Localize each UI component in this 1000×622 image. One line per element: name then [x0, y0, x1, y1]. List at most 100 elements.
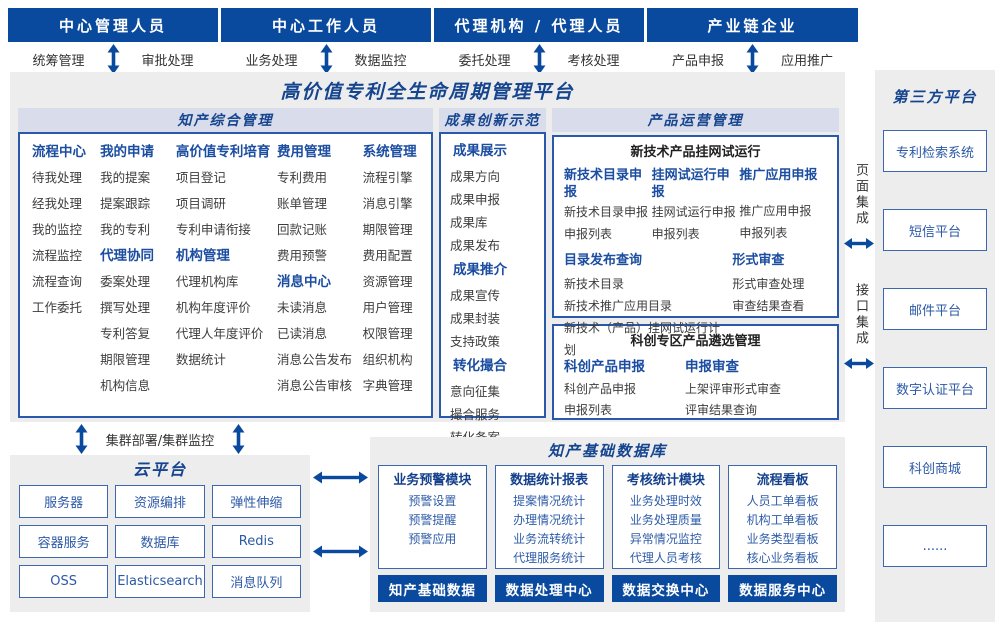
menu-item: 用户管理: [362, 300, 413, 315]
db-item: 业务类型看板: [746, 532, 819, 546]
selection-box: 科创专区产品遴选管理 科创产品申报科创产品申报申报列表申报审查上架评审形式审查评…: [552, 324, 839, 420]
menu-item: 经我处理: [32, 196, 83, 211]
trial-groups-row: 新技术目录申报新技术目录申报申报列表挂网试运行申报挂网试运行申报申报列表推广应用…: [564, 164, 827, 245]
menu-item: 委案处理: [100, 274, 151, 289]
section-product-ops: 产品运营管理 新技术产品挂网试运行 新技术目录申报新技术目录申报申报列表挂网试运…: [552, 108, 839, 420]
menu-group: 推广应用申报推广应用申报申报列表: [739, 164, 827, 245]
menu-group: 科创产品申报科创产品申报申报列表: [564, 355, 685, 421]
cloud-service-box: Redis: [211, 525, 301, 558]
horizontal-double-arrow-icon: [844, 358, 874, 369]
third-party-system-box: 科创商城: [883, 446, 987, 488]
third-party-panel: 第三方平台 专利检索系统短信平台邮件平台数字认证平台科创商城......: [875, 70, 995, 622]
db-footer-box: 知产基础数据: [378, 575, 487, 602]
vertical-double-arrow-icon: [320, 44, 332, 74]
menu-item: 新技术目录申报: [564, 205, 649, 219]
db-column-assessment: 考核统计模块 业务处理时效业务处理质量异常情况监控代理人员考核 数据交换中心: [611, 465, 721, 602]
menu-item: 上架评审形式审查: [684, 382, 781, 396]
menu-group: 申报审查上架评审形式审查评审结果查询: [685, 355, 827, 421]
menu-item: 科创产品申报: [564, 382, 637, 396]
menu-group: 高价值专利培育项目登记项目调研专利申请衔接: [176, 139, 277, 243]
menu-group: 新技术目录申报新技术目录申报申报列表: [564, 164, 652, 245]
menu-item: 新技术目录: [564, 277, 625, 291]
menu-group: 成果展示成果方向成果申报成果库成果发布: [450, 138, 544, 257]
vertical-double-arrow-icon: [107, 44, 119, 74]
cloud-service-box: 容器服务: [19, 525, 109, 558]
db-item: 异常情况监控: [629, 532, 702, 546]
menu-column: 流程中心待我处理经我处理我的监控流程监控流程查询工作委托: [32, 139, 100, 416]
role-action-label: 考核处理: [567, 53, 620, 69]
menu-item: 成果库: [450, 215, 488, 230]
db-item: 业务处理质量: [629, 513, 702, 527]
menu-item: 成果宣传: [450, 288, 501, 303]
menu-item: 账单管理: [277, 196, 328, 211]
menu-item: 成果申报: [450, 192, 501, 207]
group-title: 机构管理: [175, 248, 230, 264]
menu-group: 系统管理流程引擎消息引擎期限管理费用配置资源管理用户管理权限管理组织机构字典管理: [363, 139, 421, 399]
group-title: 我的申请: [100, 144, 155, 160]
menu-item: 专利费用: [277, 170, 328, 185]
menu-item: 期限管理: [100, 352, 151, 367]
role-action-label: 产品申报: [671, 53, 724, 69]
menu-item: 代理人年度评价: [175, 326, 264, 341]
menu-item: 新技术（产品）挂网试运行计划: [564, 321, 721, 357]
group-title: 成果推介: [453, 262, 507, 278]
menu-item: 申报列表: [739, 226, 788, 240]
menu-column: 费用管理专利费用账单管理回款记账费用预警消息中心未读消息已读消息消息公告发布消息…: [277, 139, 363, 416]
page-integration-label: 页面集成: [853, 163, 868, 227]
ip-database-title: 知产基础数据库: [547, 442, 667, 460]
group-title: 消息中心: [277, 274, 332, 290]
cloud-service-box: 服务器: [19, 485, 109, 518]
menu-item: 字典管理: [362, 378, 413, 393]
cloud-service-box: 资源编排: [115, 485, 205, 518]
role-actions-agency: 委托处理 考核处理: [434, 44, 644, 74]
selection-groups-row: 科创产品申报科创产品申报申报列表申报审查上架评审形式审查评审结果查询: [564, 355, 827, 421]
database-columns: 业务预警模块 预警设置预警提醒预警应用 知产基础数据 数据统计报表 提案情况统计…: [370, 463, 845, 604]
third-party-system-box: 数字认证平台: [883, 367, 987, 409]
db-column-kanban: 流程看板 人员工单看板机构工单看板业务类型看板核心业务看板 数据服务中心: [728, 465, 837, 602]
group-title: 新技术目录申报: [564, 168, 643, 200]
db-item: 提案情况统计: [513, 494, 586, 508]
menu-column: 我的申请我的提案提案跟踪我的专利代理协同委案处理撰写处理专利答复期限管理机构信息: [100, 139, 176, 416]
cloud-service-box: Elasticsearch: [115, 565, 205, 598]
cluster-label: 集群部署/集群监控: [105, 433, 215, 449]
third-party-system-box: 专利检索系统: [883, 130, 987, 172]
group-title: 挂网试运行申报: [651, 168, 730, 200]
db-module-items: 提案情况统计办理情况统计业务流转统计代理服务统计: [496, 492, 603, 568]
cloud-service-box: 弹性伸缩: [211, 485, 301, 518]
group-title: 费用管理: [277, 144, 332, 160]
third-party-system-box: ......: [883, 525, 987, 567]
menu-item: 待我处理: [32, 170, 83, 185]
group-title: 流程中心: [32, 144, 86, 160]
platform-title: 高价值专利全生命周期管理平台: [280, 81, 575, 103]
menu-item: 新技术推广应用目录: [564, 299, 673, 313]
menu-item: 撰写处理: [100, 300, 151, 315]
cloud-service-box: 数据库: [115, 525, 205, 558]
horizontal-double-arrow-icon: [313, 471, 368, 484]
group-title: 推广应用申报: [739, 168, 818, 183]
horizontal-double-arrow-icon: [313, 545, 368, 558]
menu-item: 我的提案: [100, 170, 151, 185]
group-title: 目录发布查询: [564, 253, 643, 268]
menu-item: 成果方向: [450, 169, 501, 184]
menu-item: 申报列表: [651, 227, 700, 241]
third-party-list: 专利检索系统短信平台邮件平台数字认证平台科创商城......: [883, 130, 987, 567]
db-module-box: 流程看板 人员工单看板机构工单看板业务类型看板核心业务看板: [728, 465, 837, 569]
menu-item: 资源管理: [362, 274, 413, 289]
menu-item: 流程查询: [32, 274, 83, 289]
db-module-header: 流程看板: [756, 473, 809, 488]
menu-column: 高价值专利培育项目登记项目调研专利申请衔接机构管理代理机构库机构年度评价代理人年…: [176, 139, 277, 416]
db-column-stats: 数据统计报表 提案情况统计办理情况统计业务流转统计代理服务统计 数据处理中心: [494, 465, 604, 602]
db-module-box: 考核统计模块 业务处理时效业务处理质量异常情况监控代理人员考核: [611, 465, 721, 569]
section-header: 产品运营管理: [552, 108, 839, 132]
group-title: 科创产品申报: [564, 359, 645, 375]
menu-item: 工作委托: [32, 300, 83, 315]
menu-item: 我的监控: [32, 222, 83, 237]
role-action-label: 审批处理: [141, 53, 194, 69]
cloud-service-box: OSS: [19, 565, 109, 598]
cloud-platform-title: 云平台: [132, 460, 187, 479]
third-party-system-box: 短信平台: [883, 209, 987, 251]
db-item: 预警设置: [408, 494, 457, 508]
menu-item: 组织机构: [362, 352, 413, 367]
